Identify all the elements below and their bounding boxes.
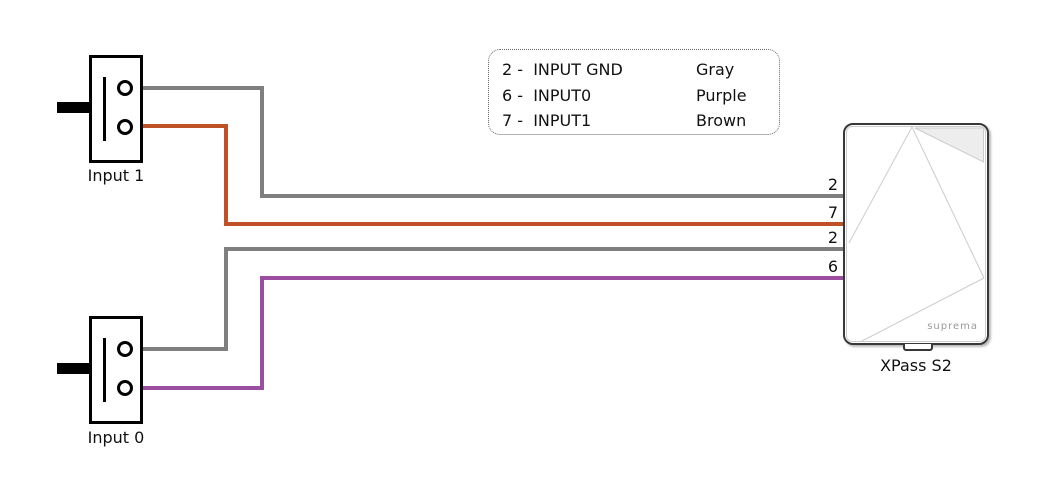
switch-label-input-1: Input 1 <box>87 166 145 185</box>
legend-color-name: Gray <box>696 60 735 79</box>
legend-row: 7 - INPUT1 Brown <box>489 108 779 134</box>
wire-brown-input1-h1 <box>143 124 228 128</box>
device-label: XPass S2 <box>880 356 952 375</box>
switch-terminal-top <box>117 341 133 357</box>
switch-body <box>89 55 143 163</box>
wire-gray-input1-h1 <box>143 86 264 90</box>
wire-purple-input0-v <box>260 276 264 390</box>
legend-box: 2 - INPUT GND Gray 6 - INPUT0 Purple 7 -… <box>488 49 780 135</box>
switch-label-input-0: Input 0 <box>87 428 145 447</box>
switch-terminal-bottom <box>117 380 133 396</box>
suprema-logo: suprema <box>927 321 978 332</box>
legend-row: 2 - INPUT GND Gray <box>489 57 779 83</box>
xpass-s2-device: suprema <box>843 123 989 345</box>
wire-gray-input0-h2 <box>224 247 843 251</box>
wire-purple-input0-h1 <box>143 386 264 390</box>
pin-label-2-gnd-bot: 2 <box>827 228 838 247</box>
wire-brown-input1-h2 <box>224 222 843 226</box>
legend-signal: 2 - INPUT GND <box>502 60 623 79</box>
switch-terminal-top <box>117 80 133 96</box>
pin-label-6-input0: 6 <box>827 257 838 276</box>
legend-signal: 7 - INPUT1 <box>502 111 592 130</box>
switch-actuator-icon <box>57 102 105 113</box>
wire-brown-input1-v <box>224 124 228 226</box>
wire-purple-input0-h2 <box>260 276 843 280</box>
switch-stem <box>103 338 106 402</box>
wire-gray-input0-h1 <box>143 347 228 351</box>
switch-symbol-input-0 <box>57 316 143 424</box>
switch-actuator-icon <box>57 363 105 374</box>
legend-color-name: Brown <box>696 111 747 130</box>
wire-gray-input1-h2 <box>260 194 843 198</box>
wire-gray-input0-v <box>224 247 228 351</box>
wire-gray-input1-v <box>260 86 264 198</box>
pin-label-2-gnd-top: 2 <box>827 175 838 194</box>
legend-row: 6 - INPUT0 Purple <box>489 83 779 109</box>
pin-label-7-input1: 7 <box>827 203 838 222</box>
switch-body <box>89 316 143 424</box>
switch-terminal-bottom <box>117 119 133 135</box>
device-mount-tab <box>903 344 933 351</box>
switch-stem <box>103 77 106 141</box>
device-faceplate-design <box>846 126 986 343</box>
legend-color-name: Purple <box>696 85 747 105</box>
switch-symbol-input-1 <box>57 55 143 163</box>
legend-signal: 6 - INPUT0 <box>502 85 592 105</box>
